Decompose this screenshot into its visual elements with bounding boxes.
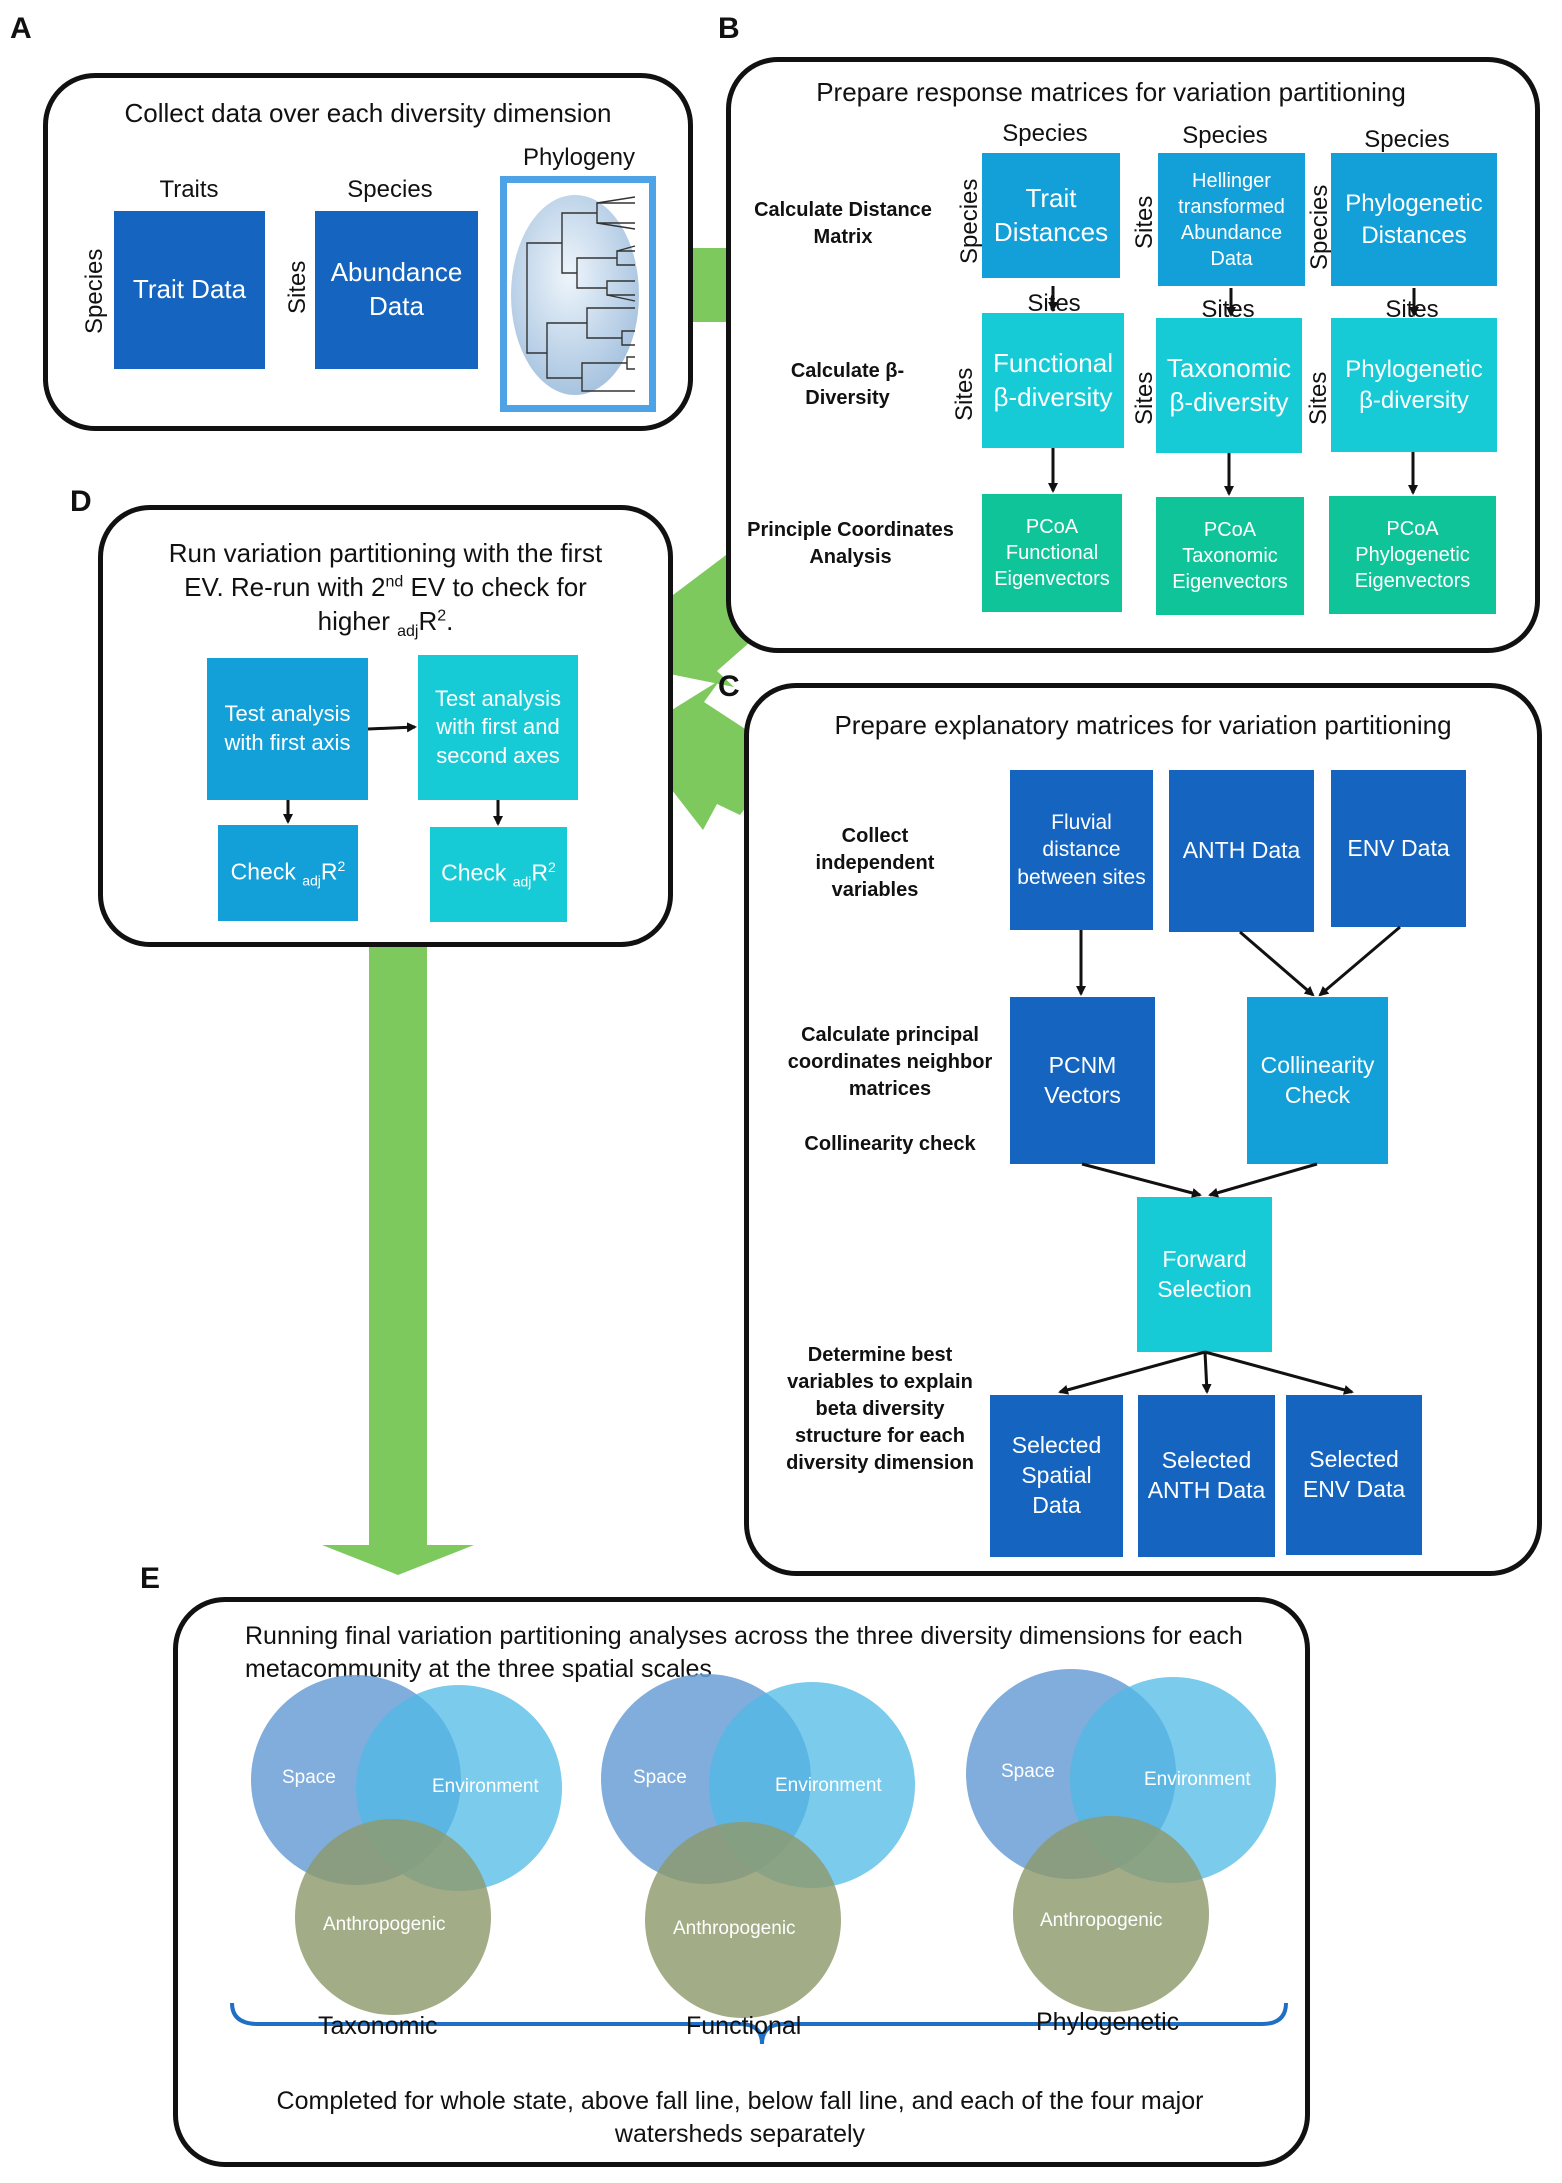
col-header-species-3: Species	[1364, 126, 1450, 153]
venn-taxonomic	[251, 1675, 562, 2015]
panel-d-title-line2: EV. Re-run with 2nd EV to check for	[184, 571, 587, 602]
venn-functional-anth	[645, 1822, 841, 2018]
panel-e-footer: Completed for whole state, above fall li…	[276, 2087, 1204, 2148]
panel-letter-e: E	[140, 1562, 161, 1595]
abundance-data-box: Abundance Data	[315, 211, 478, 369]
panel-b-title: Prepare response matrices for variation …	[816, 77, 1406, 107]
venn-phylogenetic-anth-label: Anthropogenic	[1040, 1910, 1163, 1931]
species-header-a: Species	[347, 176, 433, 203]
panel-d-title-line3: higher adjR2.	[317, 605, 454, 640]
selected-spatial-box: Selected Spatial Data	[990, 1395, 1123, 1557]
label-taxonomic: Taxonomic	[318, 2012, 438, 2040]
bottom-brace	[230, 2002, 1288, 2045]
arrow-forward-to-env	[1204, 1350, 1354, 1395]
fluvial-distance-box: Fluvial distance between sites	[1010, 770, 1153, 930]
step-determine-best: Determine best variables to explain beta…	[786, 1344, 974, 1474]
col-header-species-2: Species	[1182, 122, 1268, 149]
arrow-collin-to-forward	[1208, 1162, 1318, 1198]
step-collect-variables: Collect independent variables	[815, 825, 935, 901]
env-data-box: ENV Data	[1331, 770, 1466, 927]
selected-env-box: Selected ENV Data	[1286, 1395, 1422, 1555]
arrow-env-to-collin	[1318, 925, 1401, 997]
forward-selection-box: Forward Selection	[1137, 1197, 1272, 1352]
collinearity-check-box: Collinearity Check	[1247, 997, 1388, 1164]
venn-phylogenetic-anth	[1013, 1816, 1209, 2012]
phylogeny-header: Phylogeny	[522, 144, 636, 171]
trait-distances-box: Trait Distances	[982, 153, 1120, 278]
panel-d-title: Run variation partitioning with the firs…	[98, 537, 673, 643]
panel-letter-d: D	[70, 485, 92, 518]
panel-c-title: Prepare explanatory matrices for variati…	[834, 710, 1452, 740]
venn-functional-space-label: Space	[633, 1767, 687, 1788]
venn-taxonomic-env-label: Environment	[432, 1776, 539, 1797]
panel-letter-c: C	[718, 670, 740, 703]
traits-header: Traits	[159, 176, 219, 203]
phylogenetic-beta-box: Phylogenetic β-diversity	[1331, 318, 1497, 452]
step-calculate-distance: Calculate Distance Matrix	[754, 199, 932, 248]
label-phylogenetic: Phylogenetic	[1036, 2008, 1180, 2036]
check-r2-box-1: Check adjR2	[218, 825, 358, 921]
arrow-anth-to-collin	[1239, 930, 1315, 997]
venn-functional-anth-label: Anthropogenic	[673, 1918, 796, 1939]
phylogenetic-distances-box: Phylogenetic Distances	[1331, 153, 1497, 286]
panel-a-title: Collect data over each diversity dimensi…	[124, 98, 612, 128]
venn-taxonomic-space-label: Space	[282, 1767, 336, 1788]
check-r2-box-2: Check adjR2	[430, 827, 567, 922]
venn-phylogenetic-space-label: Space	[1001, 1761, 1055, 1782]
arrow-pcnm-to-forward	[1081, 1162, 1202, 1198]
arrow-forward-to-spatial	[1058, 1350, 1206, 1395]
trait-data-box: Trait Data	[114, 211, 265, 369]
taxonomic-beta-box: Taxonomic β-diversity	[1156, 318, 1302, 453]
step-collinearity: Collinearity check	[804, 1133, 976, 1155]
anth-data-box: ANTH Data	[1169, 770, 1314, 932]
panel-d-title-line1: Run variation partitioning with the firs…	[168, 538, 603, 568]
panel-letter-a: A	[10, 12, 32, 45]
functional-beta-box: Functional β-diversity	[982, 313, 1124, 448]
venn-functional-env-label: Environment	[775, 1775, 882, 1796]
arrow-d-to-e	[322, 912, 474, 1575]
arrow-test1-to-test2	[367, 722, 417, 733]
test-first-axis-box: Test analysis with first axis	[207, 658, 368, 800]
pcnm-vectors-box: PCNM Vectors	[1010, 997, 1155, 1164]
venn-functional	[601, 1674, 915, 2018]
test-first-second-axes-box: Test analysis with first and second axes	[418, 655, 578, 800]
panel-letter-b: B	[718, 12, 740, 45]
venn-phylogenetic	[966, 1669, 1276, 2012]
phylogeny-frame	[500, 176, 656, 412]
venn-taxonomic-anth	[295, 1819, 491, 2015]
col-header-species-1: Species	[1002, 120, 1088, 147]
pcoa-phylogenetic-box: PCoA Phylogenetic Eigenvectors	[1329, 496, 1496, 614]
pcoa-functional-box: PCoA Functional Eigenvectors	[982, 494, 1122, 612]
arrow-forward-to-anth	[1201, 1351, 1212, 1394]
pcoa-taxonomic-box: PCoA Taxonomic Eigenvectors	[1156, 497, 1304, 615]
step-pcoa: Principle Coordinates Analysis	[747, 519, 954, 568]
venn-phylogenetic-env-label: Environment	[1144, 1769, 1251, 1790]
step-calculate-beta: Calculate β-Diversity	[790, 360, 905, 409]
step-pcnm: Calculate principal coordinates neighbor…	[787, 1024, 993, 1100]
label-functional: Functional	[686, 2012, 802, 2040]
hellinger-box: Hellinger transformed Abundance Data	[1158, 153, 1305, 286]
venn-taxonomic-anth-label: Anthropogenic	[323, 1914, 446, 1935]
phylogeny-tree-icon	[511, 195, 639, 395]
panel-e-title: Running final variation partitioning ana…	[245, 1622, 1243, 1683]
selected-anth-box: Selected ANTH Data	[1138, 1395, 1275, 1557]
